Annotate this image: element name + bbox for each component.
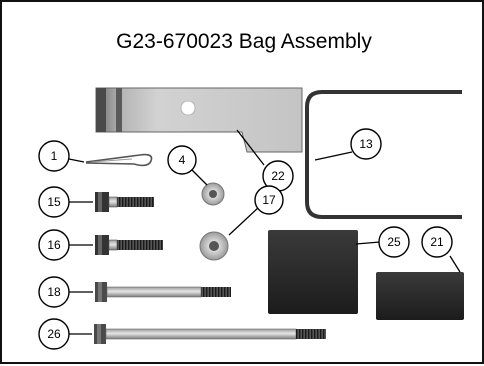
callout-15-label: 15 [47, 195, 61, 209]
callout-16: 16 [38, 229, 70, 261]
part-13-u-bolt [305, 90, 462, 219]
callout-18-label: 18 [47, 285, 61, 299]
callout-26: 26 [38, 318, 70, 350]
part-1-cotter-pin [85, 153, 153, 167]
callout-25: 25 [378, 226, 410, 258]
part-21-block [376, 272, 464, 320]
part-26-bolt [94, 324, 326, 344]
callout-21: 21 [421, 226, 453, 258]
callout-13-label: 13 [359, 137, 373, 151]
part-25-block [268, 230, 358, 314]
part-22-plate [95, 87, 303, 153]
callout-1-label: 1 [51, 149, 58, 163]
diagram-title: G23-670023 Bag Assembly [116, 30, 372, 53]
callout-17: 17 [254, 185, 284, 215]
callout-4-label: 4 [179, 153, 186, 167]
part-16-bolt [95, 235, 163, 255]
part-17-washer [199, 231, 229, 261]
callout-17-label: 17 [262, 193, 276, 207]
callout-4: 4 [167, 145, 197, 175]
callout-22-label: 22 [271, 169, 285, 183]
leader-lines [68, 129, 461, 335]
part-15-bolt [95, 192, 154, 212]
callout-1: 1 [38, 140, 70, 172]
callout-21-label: 21 [430, 235, 444, 249]
callout-26-label: 26 [47, 327, 61, 341]
callout-16-label: 16 [47, 238, 61, 252]
callout-15: 15 [38, 186, 70, 218]
part-4-washer [201, 182, 225, 206]
callout-25-label: 25 [387, 235, 401, 249]
part-18-bolt [95, 282, 231, 302]
callout-18: 18 [38, 276, 70, 308]
callout-22: 22 [262, 160, 294, 192]
callout-13: 13 [350, 128, 382, 160]
